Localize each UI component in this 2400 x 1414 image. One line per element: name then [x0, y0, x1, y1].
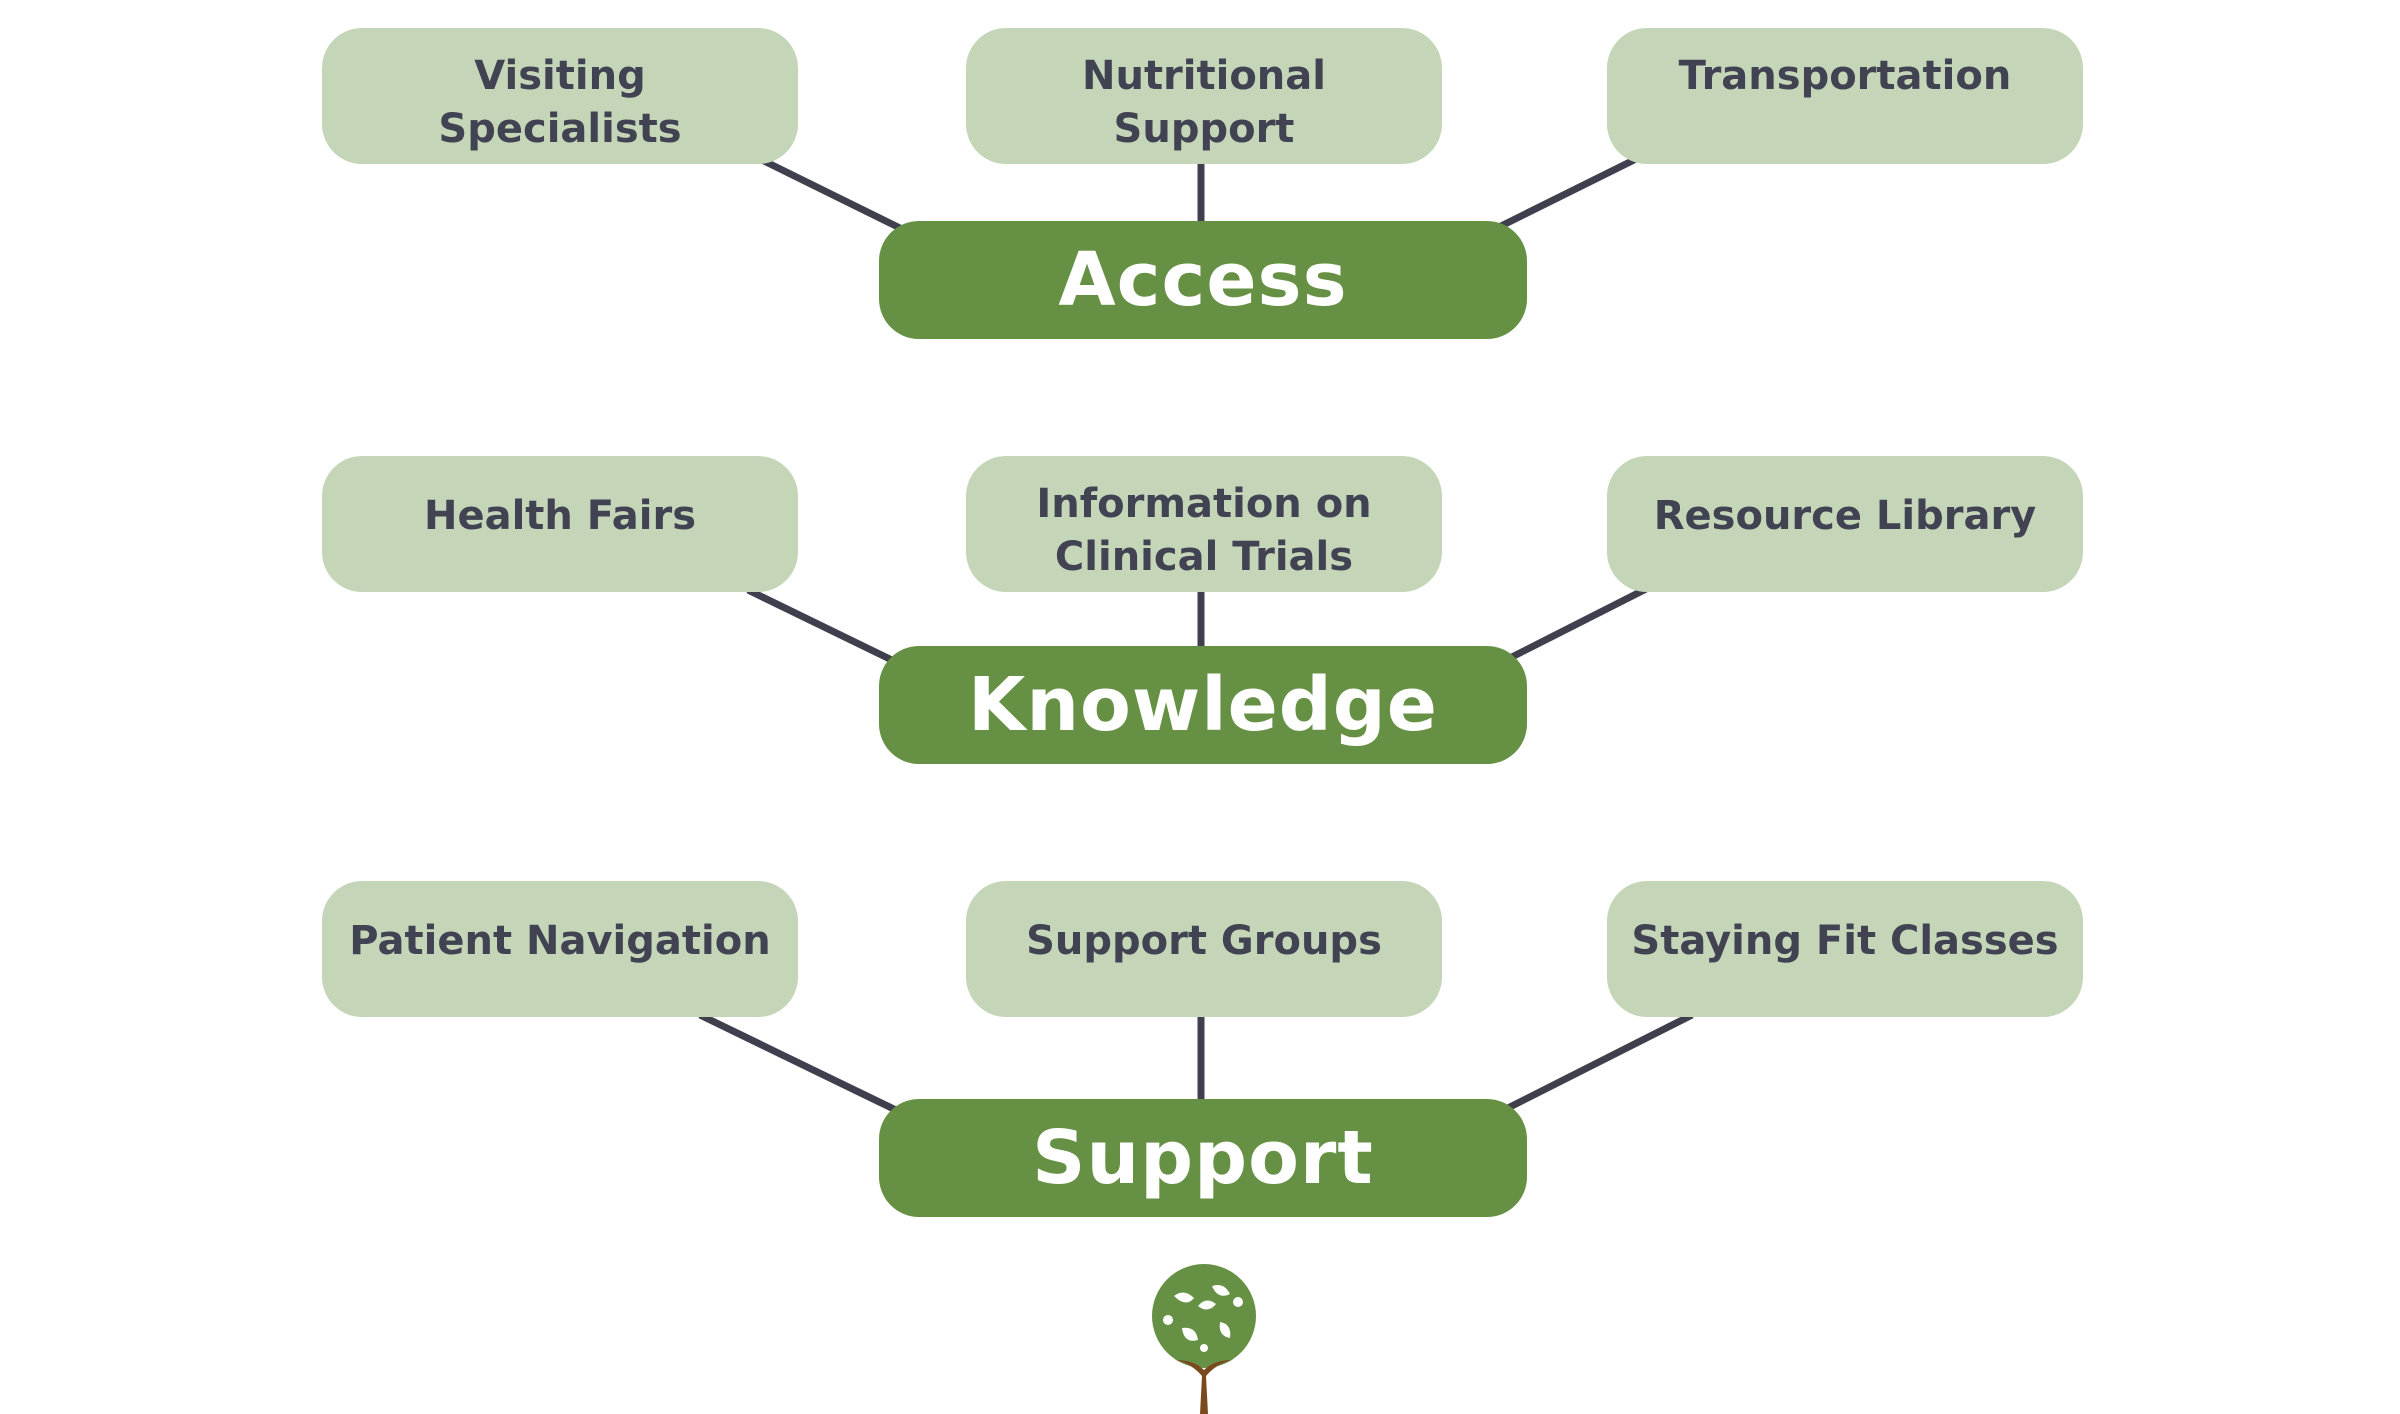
node-resource-library: Resource Library	[1607, 456, 2083, 592]
connector-resource-library	[1504, 585, 1648, 664]
node-transportation: Transportation	[1607, 28, 2083, 164]
connector-visiting-specialists	[760, 156, 912, 237]
connector-transportation	[1495, 153, 1642, 232]
connector-patient-navigation	[698, 1011, 904, 1117]
connector-staying-fit	[1500, 1011, 1694, 1115]
hub-support: Support	[879, 1099, 1527, 1217]
node-staying-fit-classes: Staying Fit Classes	[1607, 881, 2083, 1017]
tree-icon	[1152, 1264, 1256, 1414]
connector-health-fairs	[746, 586, 902, 668]
node-information-on-clinical-trials: Information on Clinical Trials	[966, 456, 1442, 592]
node-patient-navigation: Patient Navigation	[322, 881, 798, 1017]
hub-access: Access	[879, 221, 1527, 339]
hub-knowledge: Knowledge	[879, 646, 1527, 764]
node-support-groups: Support Groups	[966, 881, 1442, 1017]
node-visiting-specialists: Visiting Specialists	[322, 28, 798, 164]
node-health-fairs: Health Fairs	[322, 456, 798, 592]
node-nutritional-support: Nutritional Support	[966, 28, 1442, 164]
